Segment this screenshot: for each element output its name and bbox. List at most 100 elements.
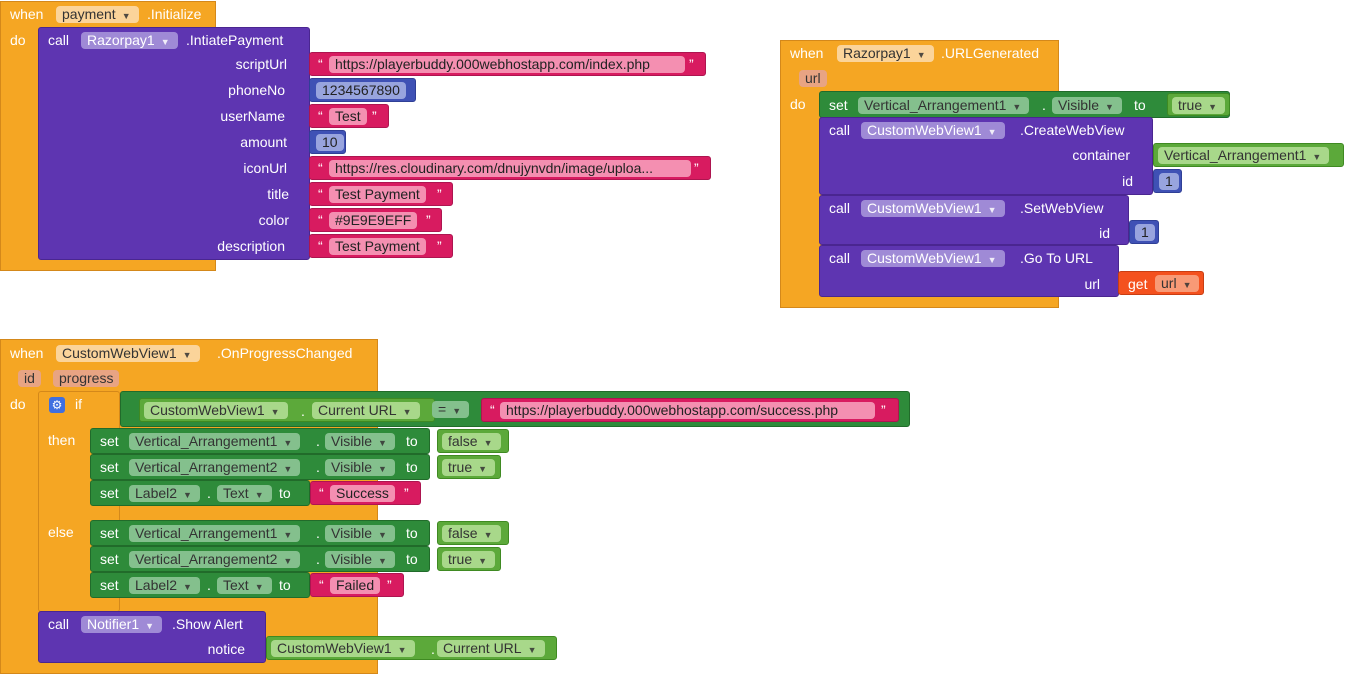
call-component-dropdown[interactable]: Notifier1▼ bbox=[81, 616, 163, 633]
event-name: .URLGenerated bbox=[941, 45, 1040, 61]
text-value[interactable]: https://playerbuddy.000webhostapp.com/in… bbox=[329, 56, 685, 73]
set-property-dropdown[interactable]: Visible▼ bbox=[325, 459, 395, 476]
param-id[interactable]: id bbox=[18, 370, 41, 387]
then-value-2[interactable]: true▼ bbox=[437, 455, 501, 479]
chevron-down-icon: ▼ bbox=[987, 127, 997, 137]
set-property-dropdown[interactable]: Text▼ bbox=[217, 577, 272, 594]
else-value-2[interactable]: true▼ bbox=[437, 547, 501, 571]
username-text-block[interactable]: “ Test ” bbox=[309, 104, 389, 128]
then-value-1[interactable]: false▼ bbox=[437, 429, 509, 453]
set-property-dropdown[interactable]: Visible▼ bbox=[325, 433, 395, 450]
then-set-row-1[interactable]: set Vertical_Arrangement1▼ . Visible▼ to bbox=[90, 428, 430, 454]
arg-label-scripturl: scriptUrl bbox=[235, 56, 287, 72]
set-component-dropdown[interactable]: Vertical_Arrangement2▼ bbox=[129, 551, 301, 568]
else-value-1[interactable]: false▼ bbox=[437, 521, 509, 545]
do-keyword: do bbox=[790, 96, 806, 112]
event-component-dropdown[interactable]: CustomWebView1▼ bbox=[56, 345, 200, 362]
else-set-row-1[interactable]: set Vertical_Arrangement1▼ . Visible▼ to bbox=[90, 520, 430, 546]
when-keyword: when bbox=[10, 6, 44, 22]
bool-dropdown[interactable]: false▼ bbox=[442, 525, 501, 542]
container-component-block[interactable]: Vertical_Arrangement1▼ bbox=[1153, 143, 1344, 167]
text-value[interactable]: Test Payment bbox=[329, 238, 426, 255]
set-property-dropdown[interactable]: Visible▼ bbox=[325, 525, 395, 542]
setwebview-id-number-block[interactable]: 1 bbox=[1129, 220, 1159, 244]
param-url[interactable]: url bbox=[799, 70, 827, 87]
amount-number-block[interactable]: 10 bbox=[309, 130, 346, 154]
compare-operator-dropdown[interactable]: =▼ bbox=[432, 401, 470, 418]
set-visible-block[interactable]: set Vertical_Arrangement1▼ . Visible▼ to bbox=[819, 91, 1230, 118]
number-value[interactable]: 1234567890 bbox=[316, 82, 406, 99]
gear-icon[interactable]: ⚙ bbox=[49, 397, 65, 413]
current-url-getter-block[interactable]: CustomWebView1▼ . Current URL▼ bbox=[139, 398, 435, 422]
call-intiate-payment-block[interactable]: call Razorpay1▼ .IntiatePayment bbox=[38, 27, 310, 260]
chevron-down-icon: ▼ bbox=[483, 438, 493, 448]
else-set-row-2[interactable]: set Vertical_Arrangement2▼ . Visible▼ to bbox=[90, 546, 430, 572]
get-url-block[interactable]: get url▼ bbox=[1118, 271, 1204, 295]
call-component-dropdown[interactable]: CustomWebView1▼ bbox=[861, 122, 1005, 139]
param-progress[interactable]: progress bbox=[53, 370, 120, 387]
scripturl-text-block[interactable]: “ https://playerbuddy.000webhostapp.com/… bbox=[309, 52, 706, 76]
call-setwebview-block[interactable]: call CustomWebView1▼ .SetWebView id bbox=[819, 195, 1129, 245]
number-value[interactable]: 10 bbox=[316, 134, 344, 151]
chevron-down-icon: ▼ bbox=[183, 490, 192, 500]
text-value[interactable]: Test Payment bbox=[329, 186, 426, 203]
call-component-dropdown[interactable]: CustomWebView1▼ bbox=[861, 200, 1005, 217]
set-property-dropdown[interactable]: Visible▼ bbox=[1052, 97, 1122, 114]
number-value[interactable]: 1 bbox=[1159, 173, 1179, 190]
then-keyword: then bbox=[48, 432, 76, 448]
chevron-down-icon: ▼ bbox=[916, 50, 926, 60]
set-component-dropdown[interactable]: Label2▼ bbox=[129, 577, 200, 594]
set-component-dropdown[interactable]: Vertical_Arrangement1▼ bbox=[858, 97, 1030, 114]
compare-equals-block[interactable]: CustomWebView1▼ . Current URL▼ =▼ “ http… bbox=[120, 391, 910, 427]
then-value-3[interactable]: “ Success ” bbox=[310, 481, 421, 505]
call-gotourl-block[interactable]: call CustomWebView1▼ .Go To URL url bbox=[819, 245, 1119, 297]
method-name: .SetWebView bbox=[1020, 200, 1104, 216]
set-component-dropdown[interactable]: Vertical_Arrangement1▼ bbox=[129, 525, 301, 542]
getter-property-dropdown[interactable]: Current URL▼ bbox=[437, 640, 545, 657]
arg-label-phoneno: phoneNo bbox=[228, 82, 285, 98]
text-value[interactable]: https://res.cloudinary.com/dnujynvdn/ima… bbox=[329, 160, 691, 177]
component-dropdown[interactable]: Vertical_Arrangement1▼ bbox=[1158, 147, 1330, 164]
text-value[interactable]: Test bbox=[329, 108, 367, 125]
then-set-row-3[interactable]: set Label2▼ . Text▼ to bbox=[90, 480, 310, 506]
phoneno-number-block[interactable]: 1234567890 bbox=[309, 78, 416, 102]
call-component-dropdown[interactable]: CustomWebView1▼ bbox=[861, 250, 1005, 267]
text-value[interactable]: https://playerbuddy.000webhostapp.com/su… bbox=[500, 402, 875, 419]
then-set-row-2[interactable]: set Vertical_Arrangement2▼ . Visible▼ to bbox=[90, 454, 430, 480]
event-component-dropdown[interactable]: Razorpay1▼ bbox=[837, 45, 934, 62]
text-value[interactable]: Success bbox=[330, 485, 395, 502]
call-component-dropdown[interactable]: Razorpay1▼ bbox=[81, 32, 178, 49]
number-value[interactable]: 1 bbox=[1135, 224, 1155, 241]
set-component-dropdown[interactable]: Vertical_Arrangement2▼ bbox=[129, 459, 301, 476]
else-value-3[interactable]: “ Failed ” bbox=[310, 573, 404, 597]
getter-component-dropdown[interactable]: CustomWebView1▼ bbox=[144, 402, 288, 419]
call-show-alert-block[interactable]: call Notifier1▼ .Show Alert notice bbox=[38, 611, 266, 663]
else-set-row-3[interactable]: set Label2▼ . Text▼ to bbox=[90, 572, 310, 598]
bool-dropdown[interactable]: false▼ bbox=[442, 433, 501, 450]
call-createwebview-block[interactable]: call CustomWebView1▼ .CreateWebView cont… bbox=[819, 117, 1153, 195]
text-value[interactable]: #9E9E9EFF bbox=[329, 212, 418, 229]
when-keyword: when bbox=[790, 45, 824, 61]
set-component-dropdown[interactable]: Vertical_Arrangement1▼ bbox=[129, 433, 301, 450]
event-component-dropdown[interactable]: payment▼ bbox=[56, 6, 139, 23]
bool-dropdown[interactable]: true▼ bbox=[442, 459, 496, 476]
success-url-text-block[interactable]: “ https://playerbuddy.000webhostapp.com/… bbox=[481, 398, 899, 422]
set-property-dropdown[interactable]: Text▼ bbox=[217, 485, 272, 502]
title-text-block[interactable]: “ Test Payment ” bbox=[309, 182, 453, 206]
notice-current-url-getter-block[interactable]: CustomWebView1▼ . Current URL▼ bbox=[266, 636, 557, 660]
set-component-dropdown[interactable]: Label2▼ bbox=[129, 485, 200, 502]
iconurl-text-block[interactable]: “ https://res.cloudinary.com/dnujynvdn/i… bbox=[309, 156, 711, 180]
text-value[interactable]: Failed bbox=[330, 577, 381, 594]
bool-dropdown[interactable]: true▼ bbox=[1172, 97, 1226, 114]
getter-component-dropdown[interactable]: CustomWebView1▼ bbox=[271, 640, 415, 657]
description-text-block[interactable]: “ Test Payment ” bbox=[309, 234, 453, 258]
bool-dropdown[interactable]: true▼ bbox=[442, 551, 496, 568]
true-bool-block[interactable]: true▼ bbox=[1167, 93, 1230, 116]
getter-property-dropdown[interactable]: Current URL▼ bbox=[312, 402, 420, 419]
set-property-dropdown[interactable]: Visible▼ bbox=[325, 551, 395, 568]
color-text-block[interactable]: “ #9E9E9EFF ” bbox=[309, 208, 442, 232]
get-variable-dropdown[interactable]: url▼ bbox=[1155, 275, 1200, 292]
chevron-down-icon: ▼ bbox=[483, 530, 493, 540]
id-number-block[interactable]: 1 bbox=[1153, 169, 1182, 193]
arg-label-description: description bbox=[217, 238, 285, 254]
